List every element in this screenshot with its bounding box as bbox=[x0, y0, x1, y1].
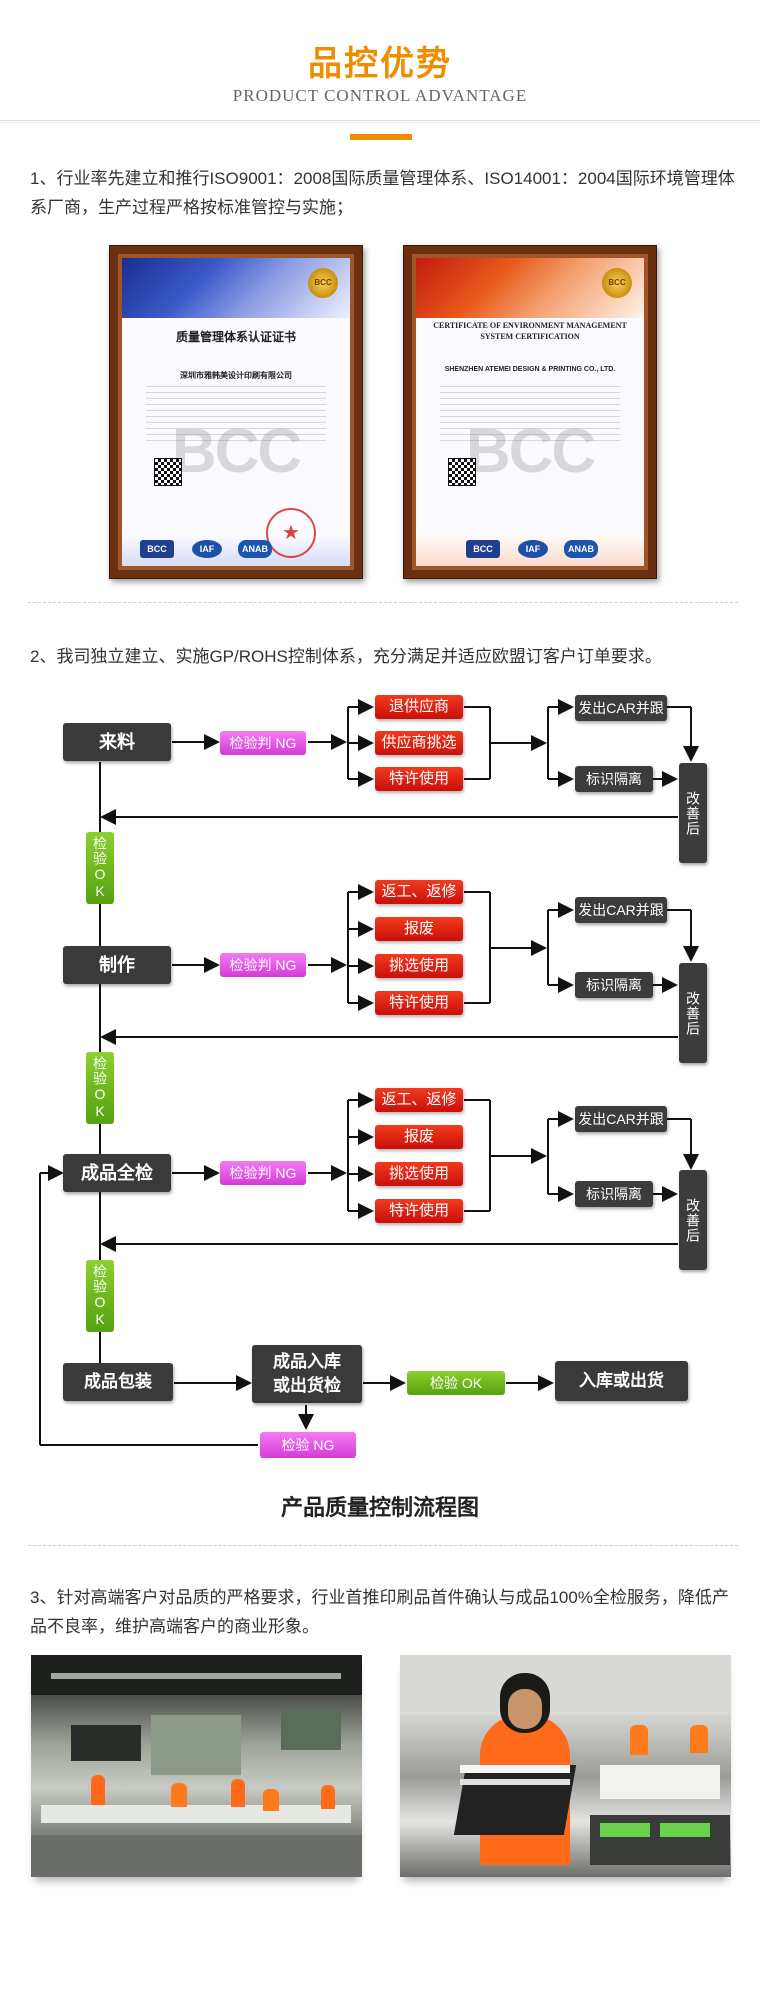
anab-logo: ANAB bbox=[564, 540, 598, 558]
section-3-text: 3、针对高端客户对品质的严格要求，行业首推印刷品首件确认与成品100%全检服务，… bbox=[30, 1588, 729, 1636]
car-follow-up: 发出CAR并跟进 bbox=[575, 695, 667, 742]
iaf-logo: IAF bbox=[518, 540, 548, 558]
action-scrap: 报废 bbox=[375, 917, 463, 941]
judgement-ng-final-check: 检验 NG bbox=[260, 1432, 356, 1458]
stage-warehouse-check: 成品入库 或出货检 bbox=[252, 1345, 362, 1403]
page-subtitle: PRODUCT CONTROL ADVANTAGE bbox=[232, 86, 528, 105]
stage-packaging: 成品包装 bbox=[63, 1363, 173, 1401]
certificate-environment-frame: BCC CERTIFICATE OF ENVIRONMENT MANAGEMEN… bbox=[403, 245, 657, 579]
header-divider bbox=[0, 120, 760, 123]
bcc-seal-icon: BCC bbox=[602, 268, 632, 298]
bcc-seal-icon: BCC bbox=[308, 268, 338, 298]
judgement-ok-2: 检验OK bbox=[86, 1052, 114, 1124]
car-follow-up: 发出CAR并跟进 bbox=[575, 897, 667, 944]
certificate-environment: BCC CERTIFICATE OF ENVIRONMENT MANAGEMEN… bbox=[416, 258, 644, 566]
improved: 改善后 bbox=[679, 963, 707, 1063]
action-rework: 返工、返修 bbox=[375, 1088, 463, 1112]
bcc-logo: BCC bbox=[466, 540, 500, 558]
action-concession-use: 特许使用 bbox=[375, 767, 463, 791]
action-scrap: 报废 bbox=[375, 1125, 463, 1149]
isolate-mark: 标识隔离 bbox=[575, 1181, 653, 1207]
judgement-ok-final: 检验 OK bbox=[407, 1371, 505, 1395]
improved: 改善后 bbox=[679, 1170, 707, 1270]
flowchart-connectors bbox=[39, 699, 699, 1446]
judgement-ng-incoming: 检验判 NG bbox=[220, 731, 306, 755]
action-rework: 返工、返修 bbox=[375, 880, 463, 904]
bcc-watermark: BCC bbox=[171, 417, 302, 486]
page-title: 品控优势 bbox=[308, 45, 452, 83]
bcc-logo: BCC bbox=[140, 540, 174, 558]
isolate-mark: 标识隔离 bbox=[575, 766, 653, 792]
action-concession-use: 特许使用 bbox=[375, 991, 463, 1015]
certificate-environment-title: CERTIFICATE OF ENVIRONMENT MANAGEMENT SY… bbox=[433, 321, 627, 341]
judgement-ng-production: 检验判 NG bbox=[220, 953, 306, 977]
certificate-quality: BCC 质量管理体系认证证书 深圳市雅韩美设计印刷有限公司 BCC ★ BCC … bbox=[122, 258, 350, 566]
iaf-logo: IAF bbox=[192, 540, 222, 558]
stage-incoming: 来料 bbox=[63, 723, 171, 761]
isolate-mark: 标识隔离 bbox=[575, 972, 653, 998]
factory-photo-inspection bbox=[400, 1655, 731, 1877]
action-sort-use: 挑选使用 bbox=[375, 954, 463, 978]
red-seal-icon: ★ bbox=[266, 508, 316, 558]
certificate-quality-company: 深圳市雅韩美设计印刷有限公司 bbox=[180, 371, 292, 380]
stage-final-inspection: 成品全检 bbox=[63, 1154, 171, 1192]
stage-production: 制作 bbox=[63, 946, 171, 984]
anab-logo: ANAB bbox=[238, 540, 272, 558]
action-supplier-sort: 供应商挑选 bbox=[375, 731, 463, 755]
section-2-text: 2、我司独立建立、实施GP/ROHS控制体系，充分满足并适应欧盟订客户订单要求。 bbox=[30, 647, 662, 666]
certificate-environment-company: SHENZHEN ATEMEI DESIGN & PRINTING CO., L… bbox=[444, 366, 616, 373]
section-divider bbox=[28, 602, 738, 603]
action-return-supplier: 退供应商 bbox=[375, 695, 463, 719]
action-sort-use: 挑选使用 bbox=[375, 1162, 463, 1186]
section-divider bbox=[28, 1545, 738, 1546]
factory-photo-workshop bbox=[31, 1655, 362, 1877]
stage-ship: 入库或出货 bbox=[555, 1361, 688, 1401]
judgement-ok-3: 检验OK bbox=[86, 1260, 114, 1332]
qr-code-icon bbox=[154, 458, 182, 486]
bcc-watermark: BCC bbox=[465, 417, 596, 486]
header-accent-bar bbox=[350, 134, 412, 140]
flowchart-caption: 产品质量控制流程图 bbox=[280, 1495, 479, 1520]
judgement-ok-1: 检验OK bbox=[86, 832, 114, 904]
judgement-ng-final: 检验判 NG bbox=[220, 1161, 306, 1185]
action-concession-use: 特许使用 bbox=[375, 1199, 463, 1223]
qr-code-icon bbox=[448, 458, 476, 486]
section-1-text: 1、行业率先建立和推行ISO9001：2008国际质量管理体系、ISO14001… bbox=[30, 169, 735, 217]
certificate-quality-title: 质量管理体系认证证书 bbox=[175, 330, 296, 344]
improved: 改善后 bbox=[679, 763, 707, 863]
car-follow-up: 发出CAR并跟进 bbox=[575, 1106, 667, 1153]
certificate-quality-frame: BCC 质量管理体系认证证书 深圳市雅韩美设计印刷有限公司 BCC ★ BCC … bbox=[109, 245, 363, 579]
